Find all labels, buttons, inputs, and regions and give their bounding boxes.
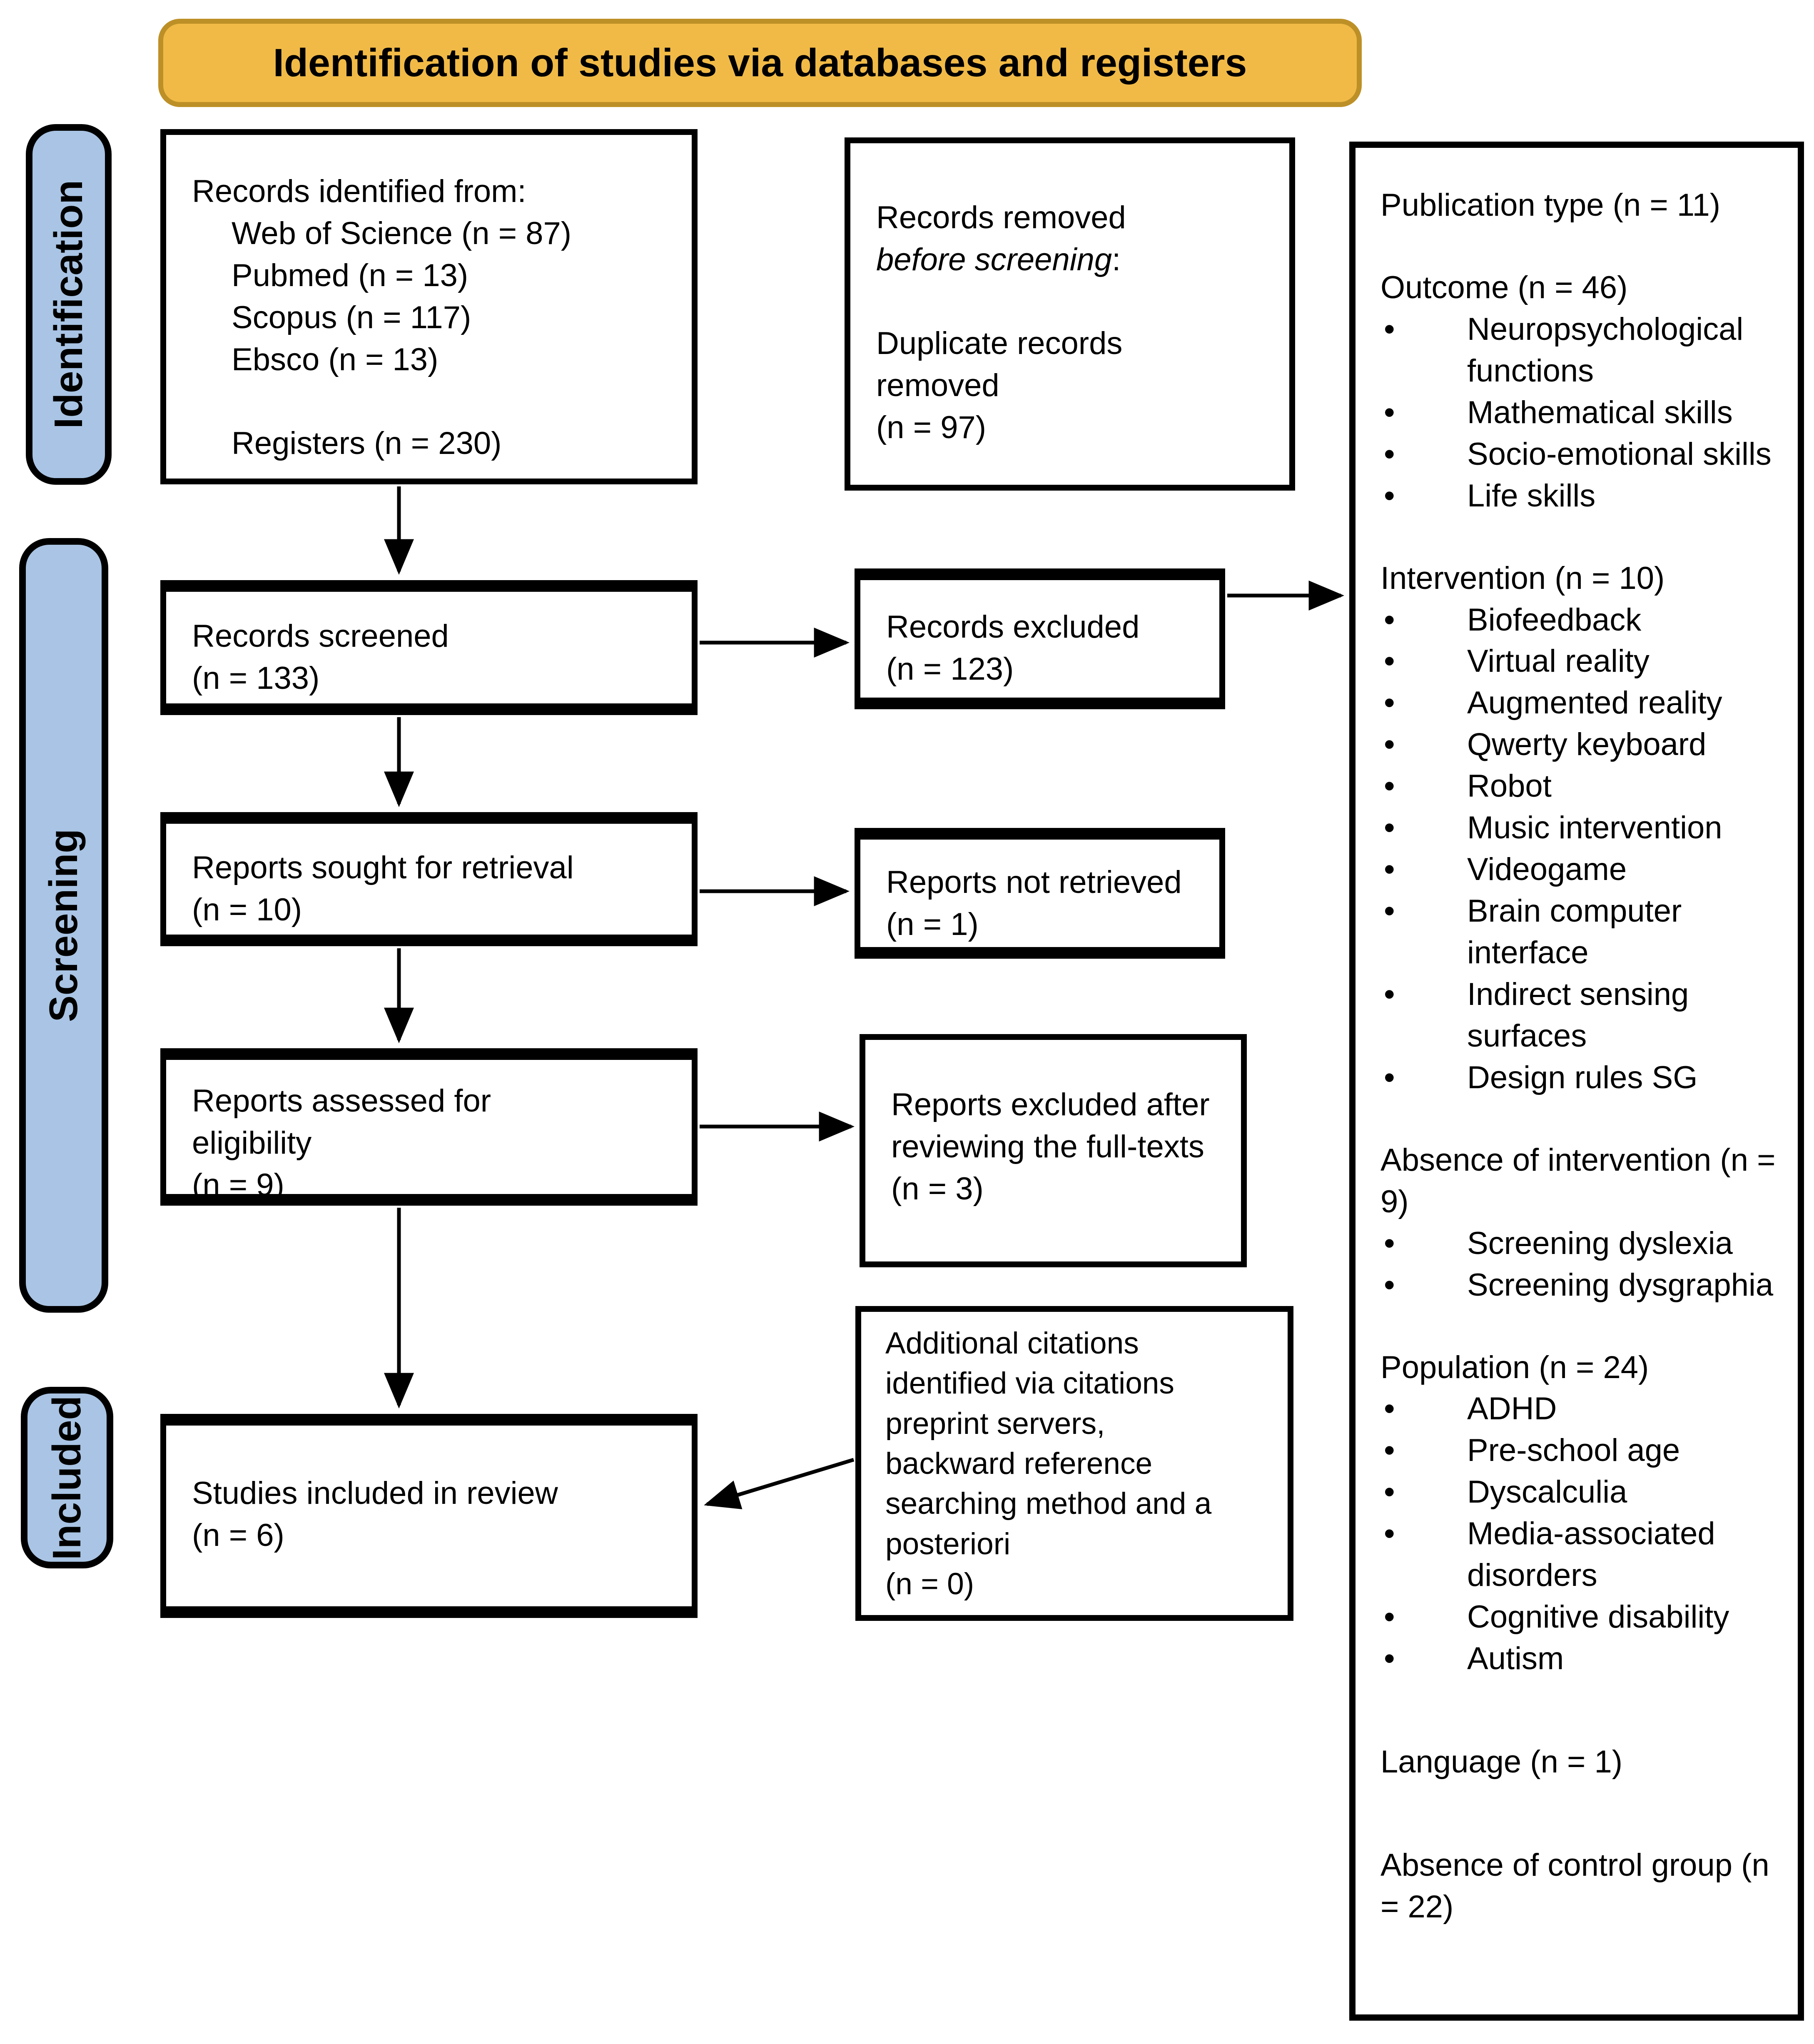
box-line: Ebsco (n = 13) [232, 342, 439, 378]
exclusion-item: Screening dyslexia [1380, 1223, 1780, 1264]
exclusion-item: Music intervention [1380, 807, 1780, 849]
box-line: eligibility [192, 1125, 312, 1161]
box-line: Reports assessed for [192, 1083, 491, 1119]
exclusion-item: Virtual reality [1380, 641, 1780, 682]
box-line: (n = 9) [192, 1167, 284, 1203]
exclusion-item: Design rules SG [1380, 1057, 1780, 1099]
stage-label-identification: Identification [26, 124, 112, 485]
box-line: Reports excluded after [891, 1087, 1210, 1122]
exclusion-reasons-panel: Publication type (n = 11) Outcome (n = 4… [1349, 142, 1804, 2021]
exclusion-section: Population (n = 24) ADHD Pre-school age … [1380, 1347, 1786, 1680]
additional-citations-box: Additional citations identified via cita… [855, 1306, 1293, 1621]
box-line: Reports sought for retrieval [192, 850, 574, 885]
banner: Identification of studies via databases … [158, 19, 1362, 107]
box-line: Scopus (n = 117) [232, 300, 471, 336]
exclusion-item: Autism [1380, 1638, 1780, 1680]
exclusion-item: Indirect sensing surfaces [1380, 974, 1780, 1057]
box-line: Reports not retrieved [886, 865, 1182, 900]
box-line: preprint servers, [885, 1406, 1105, 1441]
stage-label-screening: Screening [19, 538, 108, 1313]
exclusion-item: Media-associated disorders [1380, 1513, 1780, 1596]
box-line: Additional citations [885, 1326, 1139, 1360]
box-line: searching method and a [885, 1487, 1212, 1521]
exclusion-heading: Language (n = 1) [1380, 1744, 1623, 1780]
box-line: (n = 3) [891, 1171, 984, 1207]
exclusion-item: Pre-school age [1380, 1430, 1780, 1471]
reports-not-retrieved-box: Reports not retrieved (n = 1) [855, 828, 1225, 959]
box-line: Duplicate records [876, 326, 1123, 361]
box-line: Pubmed (n = 13) [232, 258, 468, 294]
reports-excluded-fulltext-box: Reports excluded after reviewing the ful… [860, 1034, 1247, 1267]
box-line: (n = 123) [886, 651, 1014, 687]
exclusion-heading: Absence of intervention (n = 9) [1380, 1142, 1776, 1219]
reports-sought-box: Reports sought for retrieval (n = 10) [160, 812, 698, 946]
exclusion-section: Language (n = 1) [1380, 1741, 1786, 1783]
box-line-colon: : [1112, 242, 1121, 278]
exclusion-item: Augmented reality [1380, 682, 1780, 724]
records-screened-box: Records screened (n = 133) [160, 580, 698, 715]
box-line: Registers (n = 230) [232, 426, 502, 461]
box-line: identified via citations [885, 1366, 1174, 1401]
exclusion-heading: Publication type (n = 11) [1380, 187, 1721, 223]
exclusion-heading: Absence of control group (n = 22) [1380, 1847, 1769, 1924]
exclusion-item: Mathematical skills [1380, 392, 1780, 434]
box-line: (n = 97) [876, 410, 987, 446]
exclusion-item: Life skills [1380, 475, 1780, 517]
records-removed-box: Records removed before screening: Duplic… [845, 137, 1295, 491]
exclusion-item: Cognitive disability [1380, 1596, 1780, 1638]
box-line: Web of Science (n = 87) [232, 216, 572, 252]
box-line: Records screened [192, 618, 449, 654]
box-line: reviewing the full-texts [891, 1129, 1204, 1165]
exclusion-item: Brain computer interface [1380, 890, 1780, 974]
exclusion-section: Publication type (n = 11) [1380, 184, 1786, 226]
box-line: backward reference [885, 1447, 1153, 1481]
box-line: Records removed [876, 200, 1126, 235]
box-line: (n = 133) [192, 661, 320, 696]
exclusion-item: Neuropsychological functions [1380, 309, 1780, 392]
exclusion-heading: Population (n = 24) [1380, 1349, 1649, 1385]
box-line: before screening: [876, 239, 1273, 281]
exclusion-section: Outcome (n = 46) Neuropsychological func… [1380, 267, 1786, 517]
exclusion-item: Socio-emotional skills [1380, 434, 1780, 475]
exclusion-item: Biofeedback [1380, 599, 1780, 641]
stage-label-included-text: Included [45, 1395, 89, 1560]
exclusion-heading: Outcome (n = 46) [1380, 269, 1628, 305]
stage-label-identification-text: Identification [46, 180, 91, 429]
exclusion-heading: Intervention (n = 10) [1380, 560, 1665, 596]
stage-label-screening-text: Screening [41, 828, 86, 1022]
box-line: Studies included in review [192, 1476, 558, 1511]
arrow-citations-to-included [704, 1458, 855, 1509]
stage-label-included: Included [21, 1387, 113, 1568]
box-line: Records identified from: [192, 174, 526, 209]
reports-assessed-box: Reports assessed for eligibility (n = 9) [160, 1048, 698, 1206]
box-line-italic: before screening [876, 242, 1112, 278]
box-line: (n = 1) [886, 907, 979, 942]
exclusion-section: Absence of control group (n = 22) [1380, 1845, 1786, 1928]
box-line: Records excluded [886, 609, 1140, 645]
exclusion-item: ADHD [1380, 1388, 1780, 1430]
box-line: (n = 0) [885, 1567, 974, 1601]
records-excluded-box: Records excluded (n = 123) [855, 568, 1225, 709]
banner-title: Identification of studies via databases … [273, 40, 1247, 85]
exclusion-item: Robot [1380, 765, 1780, 807]
box-line: posteriori [885, 1527, 1011, 1561]
studies-included-box: Studies included in review (n = 6) [160, 1414, 698, 1618]
box-line: removed [876, 368, 999, 404]
records-identified-box: Records identified from: Web of Science … [160, 129, 698, 484]
exclusion-item: Screening dysgraphia [1380, 1264, 1780, 1306]
box-line: (n = 10) [192, 892, 302, 928]
exclusion-item: Videogame [1380, 849, 1780, 890]
exclusion-section: Intervention (n = 10) Biofeedback Virtua… [1380, 558, 1786, 1099]
exclusion-item: Dyscalculia [1380, 1471, 1780, 1513]
box-line: (n = 6) [192, 1518, 284, 1553]
exclusion-item: Qwerty keyboard [1380, 724, 1780, 765]
exclusion-section: Absence of intervention (n = 9) Screenin… [1380, 1139, 1786, 1306]
